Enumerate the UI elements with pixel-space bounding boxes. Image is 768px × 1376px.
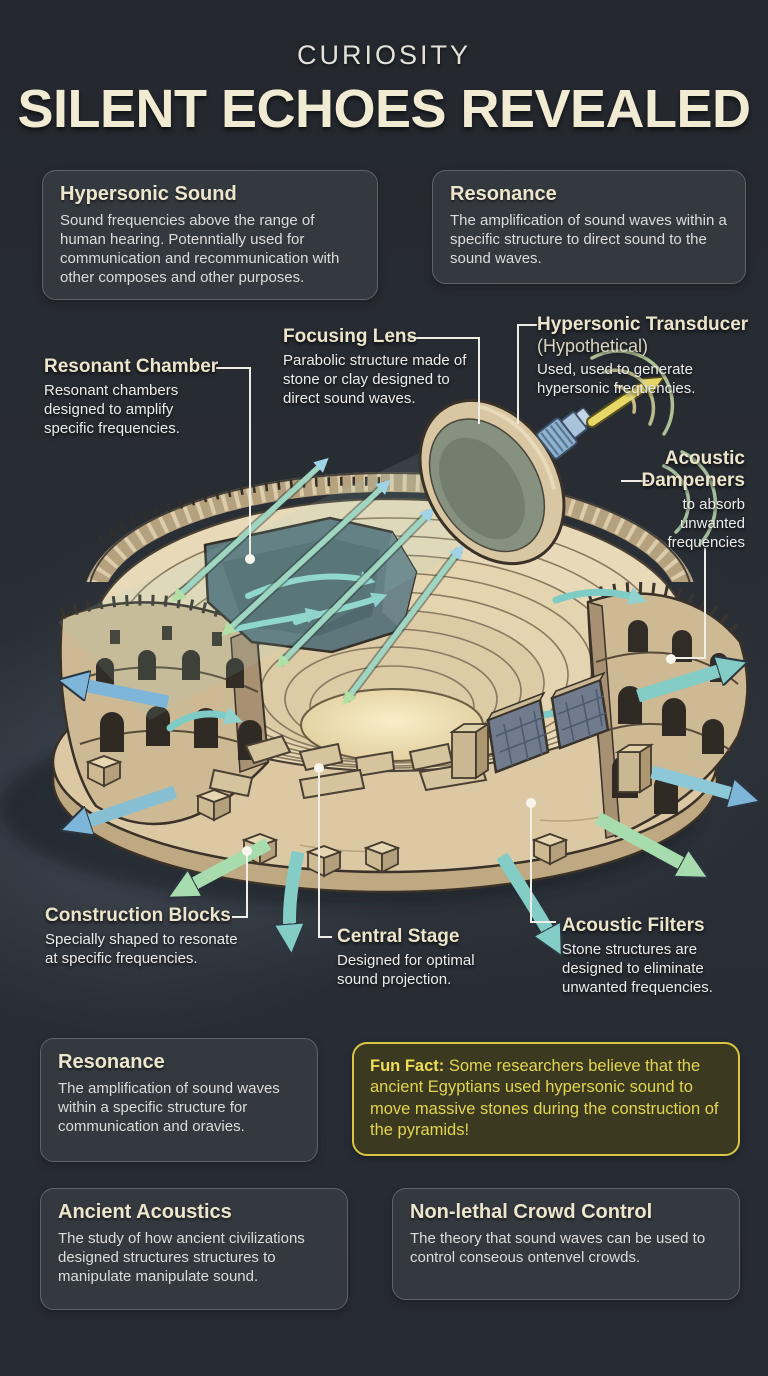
crowd-control-body: The theory that sound waves can be used …: [410, 1230, 706, 1267]
resonance-bottom-body: The amplification of sound waves within …: [58, 1080, 280, 1136]
resonance-top-body: The amplification of sound waves within …: [450, 212, 727, 268]
hypersonic-transducer-device: [536, 407, 594, 460]
fun-fact-box: Fun Fact: Some researchers believe that …: [352, 1042, 740, 1156]
hypersonic-sound-title: Hypersonic Sound: [60, 183, 237, 205]
focusing-lens-title: Focusing Lens: [283, 326, 418, 347]
crowd-control-box: Non-lethal Crowd Control The theory that…: [392, 1188, 740, 1300]
focusing-lens-label: Focusing Lens Parabolic structure made o…: [283, 326, 469, 408]
acoustic-filters-label: Acoustic Filters Stone structures are de…: [562, 915, 748, 997]
focusing-lens-dish: [418, 349, 718, 566]
construction-blocks-label: Construction Blocks Specially shaped to …: [45, 905, 241, 968]
central-stage-title: Central Stage: [337, 926, 460, 947]
acoustic-filters-body: Stone structures are designed to elimina…: [562, 941, 713, 997]
sound-wave-arcs: [590, 349, 718, 546]
construction-blocks-body: Specially shaped to resonate at specific…: [45, 931, 238, 968]
fun-fact-body: Some researchers believe that the ancien…: [370, 1057, 719, 1140]
page-title: SILENT ECHOES REVEALED: [17, 79, 751, 139]
brand-title: CURIOSITY: [296, 40, 471, 70]
ancient-acoustics-box: Ancient Acoustics The study of how ancie…: [40, 1188, 348, 1310]
central-stage-label: Central Stage Designed for optimal sound…: [337, 926, 509, 989]
fun-fact-label: Fun Fact:: [370, 1057, 445, 1075]
ancient-acoustics-title: Ancient Acoustics: [58, 1201, 232, 1223]
central-stage-body: Designed for optimal sound projection.: [337, 952, 475, 989]
amphitheater-illustration: [0, 349, 768, 990]
hypersonic-transducer-title: Hypersonic Transducer: [537, 314, 749, 335]
acoustic-dampeners-title: Acoustic Dampeners: [641, 448, 746, 491]
resonant-chamber-body: Resonant chambers designed to amplify sp…: [44, 382, 180, 438]
acoustic-dampeners-label: Acoustic Dampeners to absorb unwanted fr…: [613, 448, 746, 552]
resonant-chamber-title: Resonant Chamber: [44, 356, 219, 377]
acoustic-dampeners-body: to absorb unwanted frequencies: [667, 496, 745, 552]
resonance-bottom-title: Resonance: [58, 1051, 165, 1073]
hypersonic-sound-body: Sound frequencies above the range of hum…: [60, 212, 340, 287]
emission-arrow: [586, 376, 666, 428]
pillar-blocks: [449, 722, 655, 794]
hypersonic-sound-box: Hypersonic Sound Sound frequencies above…: [42, 170, 378, 301]
construction-blocks-title: Construction Blocks: [45, 905, 231, 926]
resonance-bottom-box: Resonance The amplification of sound wav…: [40, 1038, 318, 1162]
crowd-control-title: Non-lethal Crowd Control: [410, 1201, 653, 1223]
hypersonic-transducer-body: Used, used to generate hypersonic freque…: [537, 361, 696, 398]
resonant-chamber-label: Resonant Chamber Resonant chambers desig…: [44, 356, 220, 438]
acoustic-filter-walls: [486, 671, 610, 774]
resonance-top-box: Resonance The amplification of sound wav…: [432, 170, 746, 284]
resonance-top-title: Resonance: [450, 183, 557, 205]
focusing-lens-body: Parabolic structure made of stone or cla…: [283, 352, 467, 408]
acoustic-filters-title: Acoustic Filters: [562, 915, 705, 936]
hypersonic-transducer-label: Hypersonic Transducer (Hypothetical) Use…: [537, 314, 749, 398]
hypersonic-transducer-subtitle: (Hypothetical): [537, 336, 649, 356]
outward-sound-arrows: [78, 668, 740, 938]
ancient-acoustics-body: The study of how ancient civilizations d…: [58, 1230, 305, 1286]
